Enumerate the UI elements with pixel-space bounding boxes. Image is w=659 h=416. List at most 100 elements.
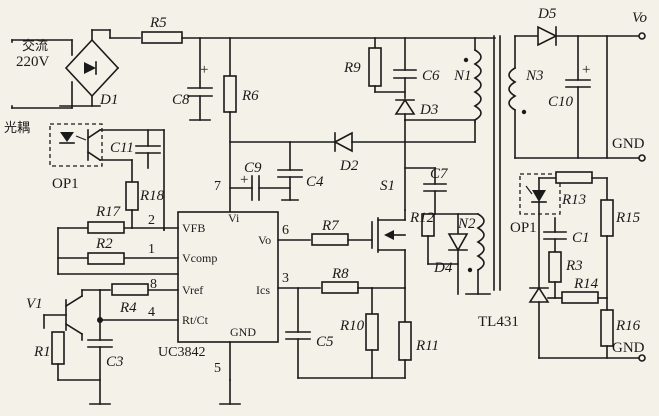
r17-label: R17	[95, 204, 122, 220]
diode-d4	[447, 233, 469, 252]
resistor-r1	[51, 331, 65, 365]
resistor-r4	[111, 283, 149, 296]
r14-label: R14	[573, 276, 599, 292]
pin-vi-label: Vi	[228, 211, 240, 225]
resistor-r9	[368, 47, 382, 87]
vcc-supply: D2 + C9 C4	[229, 121, 476, 201]
diode-d5	[537, 25, 558, 47]
d2-label: D2	[339, 158, 359, 174]
tl431	[528, 286, 550, 303]
pin-rtct-label: Rt/Ct	[182, 313, 209, 327]
c5-label: C5	[316, 334, 334, 350]
pin-3-number: 3	[282, 271, 289, 286]
r15-label: R15	[615, 210, 641, 226]
switch-section: R7 S1 R8 R10 R11 C5	[277, 178, 439, 379]
r13-label: R13	[561, 192, 586, 208]
c10-label: C10	[548, 94, 574, 110]
r6-label: R6	[241, 88, 259, 104]
winding-n2	[476, 212, 485, 272]
gnd-bottom-terminal	[638, 354, 646, 362]
r11-label: R11	[415, 338, 439, 354]
vo-terminal	[638, 32, 646, 40]
pin-1-number: 1	[148, 242, 155, 257]
chip-name: UC3842	[158, 345, 205, 360]
c6-label: C6	[422, 68, 440, 84]
r1-label: R1	[33, 344, 51, 360]
pin-ics-label: Ics	[256, 283, 270, 297]
r2-label: R2	[95, 236, 113, 252]
c8-label: C8	[172, 92, 190, 108]
r16-label: R16	[615, 318, 641, 334]
r5-label: R5	[149, 15, 167, 31]
uc3842-chip: VFB Vi Vo Vcomp Vref Ics Rt/Ct GND UC384…	[57, 179, 289, 381]
gnd-top-terminal	[638, 154, 646, 162]
pin-4-number: 4	[148, 305, 155, 320]
pin-vref-label: Vref	[182, 283, 203, 297]
left-feedback: R17 R2 R4 V1 R1 C3	[26, 204, 241, 405]
resistor-r5	[141, 31, 183, 44]
pin-8-number: 8	[150, 277, 157, 292]
c8-polarity: +	[200, 62, 208, 78]
op1-right-box	[519, 173, 561, 215]
c9-label: C9	[244, 160, 262, 176]
c4-label: C4	[306, 174, 324, 190]
primary-snubber: R9 C6 D3 N1	[343, 35, 501, 291]
resistor-r18	[125, 181, 139, 211]
r7-label: R7	[321, 218, 340, 234]
pin-vo-label: Vo	[258, 233, 271, 247]
chip-body	[177, 211, 279, 343]
vo-label: Vo	[632, 10, 648, 26]
r4-label: R4	[119, 300, 137, 316]
optocoupler-left: 光耦 OP1 C11 R18	[4, 121, 165, 231]
pin-2-number: 2	[148, 213, 155, 228]
ac-voltage-label: 220V	[16, 54, 50, 70]
input-section: 交流 220V D1 R5	[11, 15, 496, 109]
ac-label: 交流	[22, 38, 48, 54]
secondary-feedback: OP1 R13 R15 TL431 C1 R3 R14 R16	[478, 171, 646, 362]
pin-vcomp-label: Vcomp	[182, 251, 217, 265]
gnd-top-label: GND	[612, 136, 645, 152]
d5-label: D5	[537, 6, 557, 22]
resistor-r10	[365, 313, 379, 351]
pin-6-number: 6	[282, 223, 289, 238]
s1-label: S1	[380, 178, 395, 194]
winding-n3	[508, 66, 517, 112]
d4-label: D4	[433, 260, 453, 276]
r9-label: R9	[343, 60, 361, 76]
r18-label: R18	[139, 188, 165, 204]
r3-label: R3	[565, 258, 583, 274]
r12-label: R12	[409, 210, 435, 226]
c1-label: C1	[572, 230, 590, 246]
resistor-r7	[311, 233, 349, 246]
c3-label: C3	[106, 354, 124, 370]
secondary: N3 D5 Vo + C10 GND	[508, 6, 648, 162]
resistor-r14	[561, 291, 599, 304]
op1-left-label: OP1	[52, 176, 79, 192]
startup-section: + C8 R6	[172, 37, 259, 213]
gnd-bottom-label: GND	[612, 340, 645, 356]
c7-label: C7	[430, 166, 449, 182]
resistor-r2	[87, 252, 125, 265]
resistor-r8	[321, 281, 359, 294]
resistor-r6	[223, 75, 237, 113]
v1-label: V1	[26, 296, 43, 312]
diode-d2	[333, 131, 353, 153]
aux-winding: C7 R12 D4 N2	[404, 166, 491, 295]
r8-label: R8	[331, 266, 349, 282]
n2-label: N2	[457, 216, 476, 232]
pin-vfb-label: VFB	[182, 221, 205, 235]
d1-label: D1	[99, 92, 118, 108]
resistor-r11	[398, 321, 412, 361]
n3-label: N3	[525, 68, 544, 84]
op1-right-label: OP1	[510, 220, 537, 236]
tl431-label: TL431	[478, 314, 519, 330]
diode-d3	[394, 98, 416, 115]
pin-7-number: 7	[214, 179, 221, 194]
d3-label: D3	[419, 102, 438, 118]
resistor-r13	[555, 171, 593, 184]
c11-label: C11	[110, 140, 134, 156]
winding-n1	[473, 48, 482, 122]
c9-polarity: +	[240, 172, 248, 188]
